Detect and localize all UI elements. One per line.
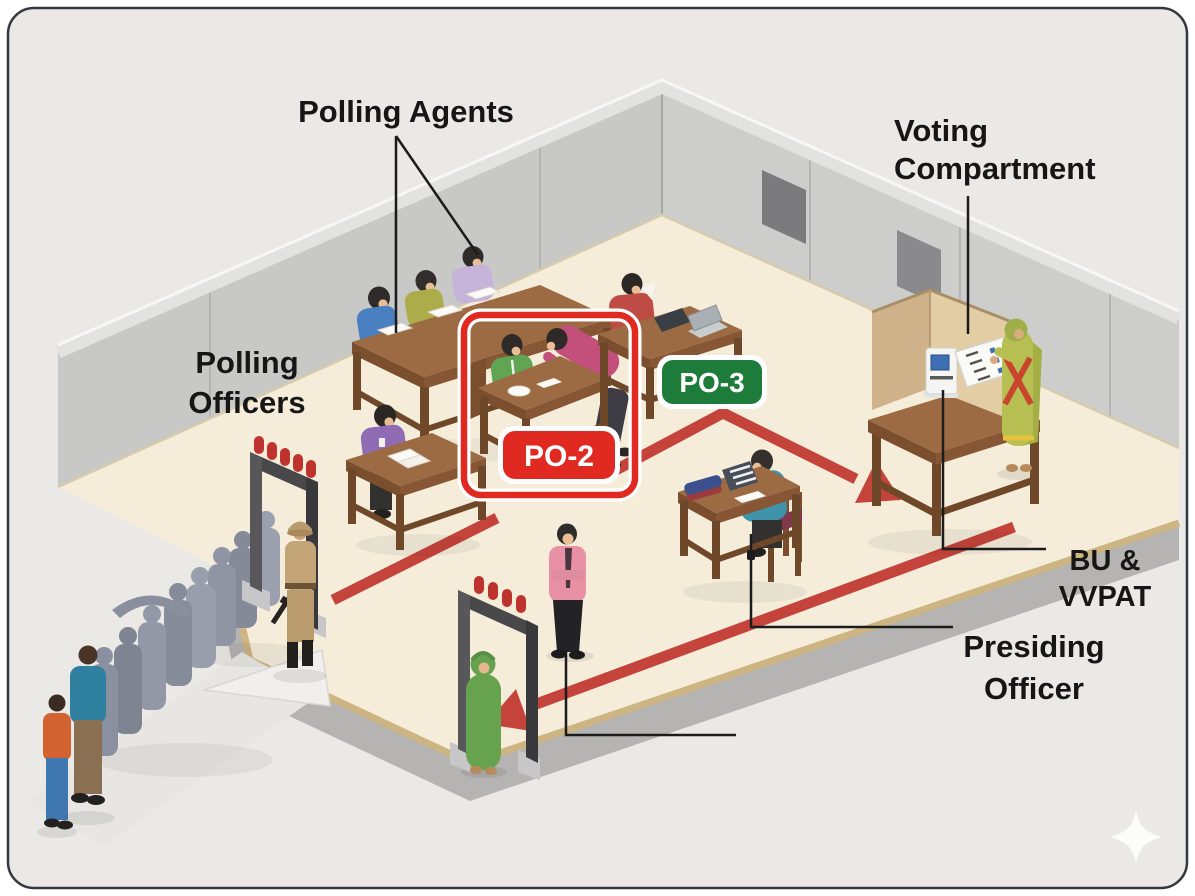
wall-vent-1: [762, 170, 806, 244]
po3-laptop: [687, 304, 728, 338]
svg-text:BU &: BU &: [1070, 545, 1141, 577]
presiding-device: [722, 461, 758, 491]
leader-marker: [747, 550, 755, 560]
po1-desk: [346, 433, 486, 550]
presiding-area: [678, 449, 802, 582]
route-main-segment: [609, 406, 859, 484]
svg-text:Officer: Officer: [984, 671, 1084, 706]
wall-cap: [55, 79, 1182, 358]
queue-voter-orange: [43, 694, 73, 830]
security-gate-1: [242, 436, 326, 638]
diagram-labels: Polling Agents Voting Compartment Pollin…: [188, 94, 1151, 706]
leader-polling-agents-2: [394, 135, 480, 256]
voting-compartment-area: [868, 288, 1042, 536]
gate-1-left-post: [250, 452, 262, 592]
presiding-paper: [734, 491, 766, 503]
po3-tablet: [654, 308, 690, 332]
voter-green-gate: [466, 651, 501, 775]
voter-pink-shirt: [549, 523, 586, 660]
gate-1-lintel: [250, 452, 318, 496]
svg-text:Officers: Officers: [188, 385, 305, 420]
po2-badge-label: PO-2: [524, 440, 594, 473]
svg-text:VVPAT: VVPAT: [1059, 581, 1152, 613]
security-guard: [270, 521, 316, 668]
gate-1-lights: [254, 436, 316, 478]
leader-lines: [394, 135, 1046, 737]
po1-area: [346, 404, 486, 550]
sparkle-icon: [1111, 810, 1161, 864]
route-exit-segment: [529, 521, 1016, 712]
po3-badge-label: PO-3: [679, 367, 744, 398]
svg-text:Voting: Voting: [894, 113, 988, 148]
label-polling-officers: Polling Officers: [188, 345, 305, 420]
svg-text:Presiding: Presiding: [963, 629, 1104, 664]
label-presiding-officer: Presiding Officer: [963, 629, 1104, 706]
leader-presiding-officer: [749, 534, 953, 629]
po3-badge: PO-3: [657, 355, 767, 409]
svg-text:Polling: Polling: [195, 345, 298, 380]
vvpat-machine: [924, 347, 958, 398]
voter-at-booth: [990, 318, 1042, 472]
leader-entrance-voter: [564, 652, 736, 737]
leader-bu-vvpat: [941, 390, 1046, 551]
entrance-ramp: [203, 648, 331, 707]
po2-highlight-box: [457, 308, 642, 502]
svg-text:Compartment: Compartment: [894, 151, 1096, 186]
label-bu-vvpat: BU & VVPAT: [1059, 545, 1152, 613]
voter-route: [330, 406, 1016, 731]
gate-2-lintel: [458, 590, 538, 640]
presiding-desk: [678, 461, 800, 579]
gate-2-right-post: [526, 620, 538, 763]
wall-cap-highlight: [57, 78, 1180, 347]
po2-badge: PO-2: [498, 426, 620, 484]
queue-voter-teal: [70, 645, 106, 805]
label-voting-compartment: Voting Compartment: [894, 113, 1096, 186]
gate-2-lights: [474, 576, 526, 613]
route-entry-segment: [330, 513, 500, 605]
room-walls: [55, 78, 1182, 487]
presiding-files: [684, 475, 722, 501]
label-polling-agents: Polling Agents: [298, 94, 514, 129]
umbrella-silhouette: [112, 595, 192, 618]
wall-vent-2: [897, 230, 941, 306]
